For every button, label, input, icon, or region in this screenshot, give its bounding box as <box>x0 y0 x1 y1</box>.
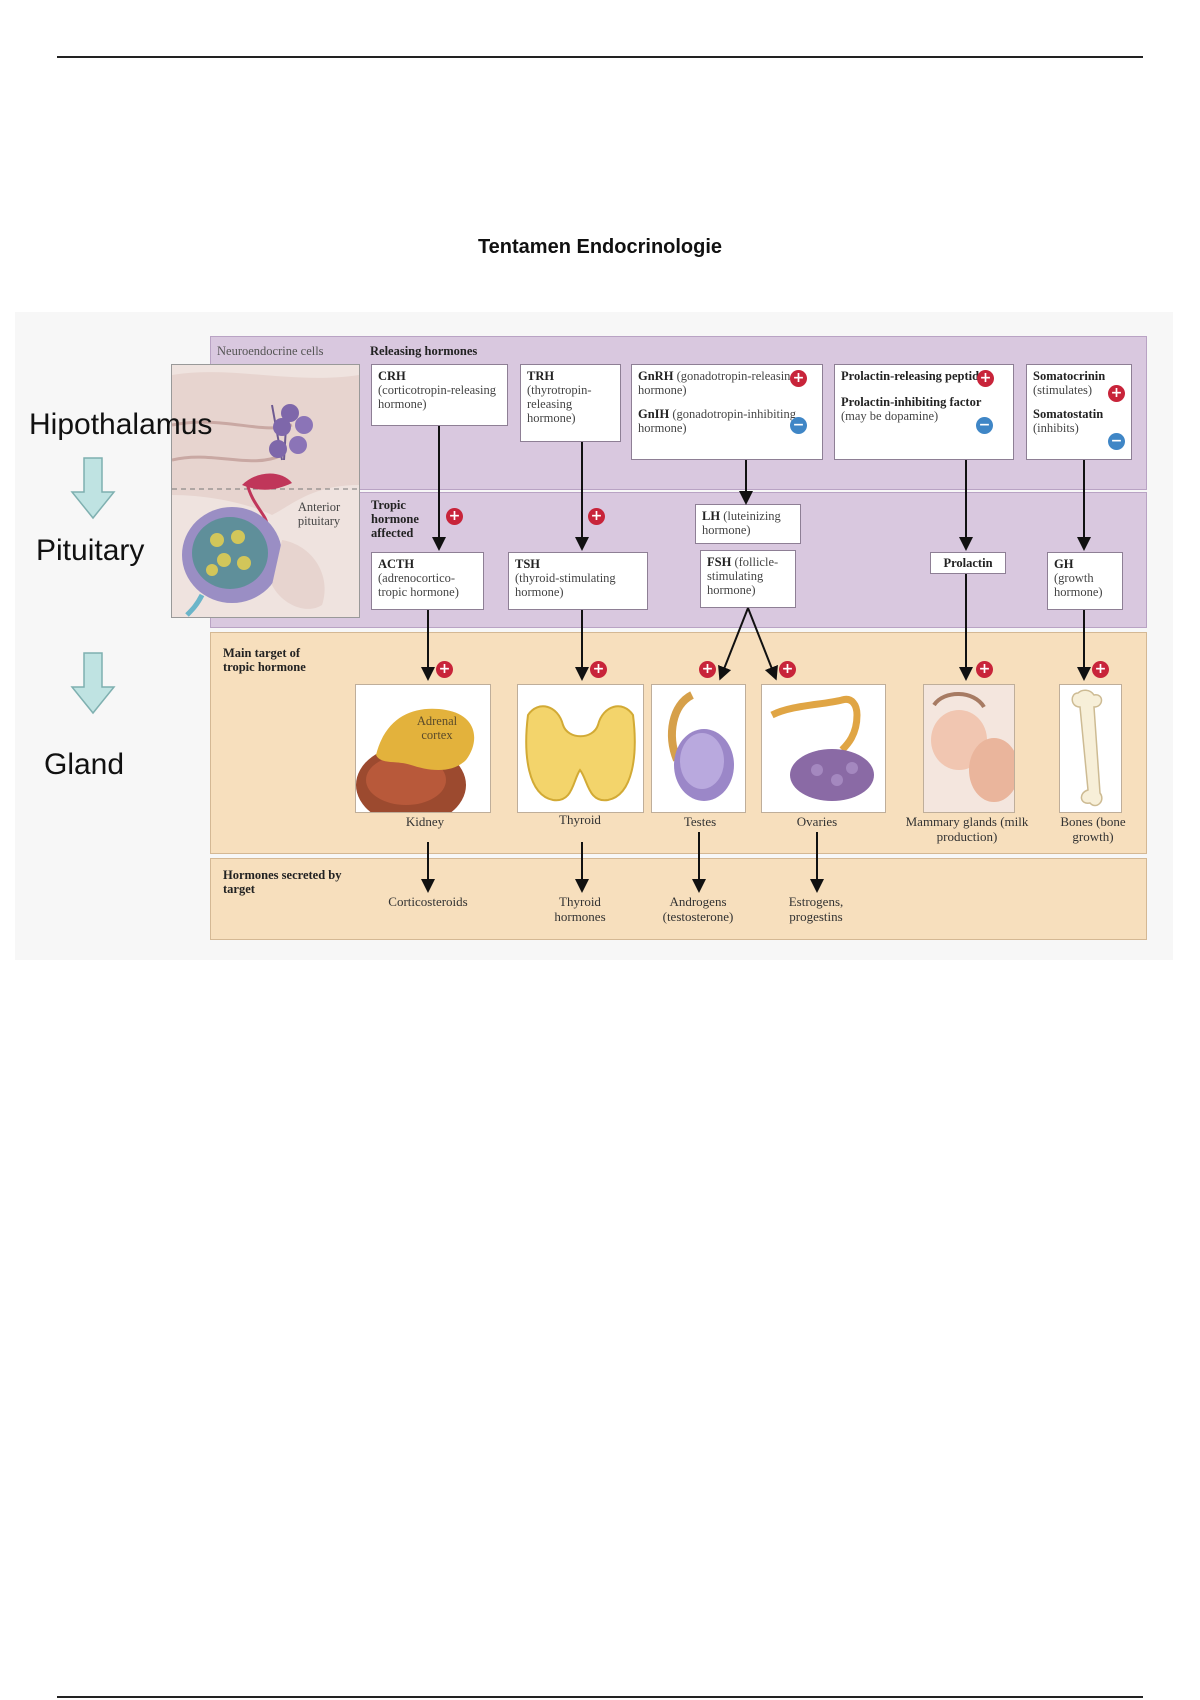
estrogens-caption: Estrogens, progestins <box>788 894 844 924</box>
corticosteroids-caption: Corticosteroids <box>388 894 468 909</box>
neuroendocrine-cells-label: Neuroendocrine cells <box>217 344 324 358</box>
thyroid-tile <box>517 684 644 813</box>
bottom-rule <box>57 1696 1143 1698</box>
bone-illustration <box>1071 689 1103 807</box>
kidney-caption: Kidney <box>405 814 445 829</box>
acth-box: ACTH (adrenocortico-tropic hormone) <box>371 552 484 610</box>
down-arrow-icon <box>70 652 116 715</box>
stimulate-icon: + <box>977 370 994 387</box>
pituitary-side-label: Pituitary <box>36 534 145 567</box>
thyroid-caption: Thyroid <box>559 812 601 827</box>
gh-box: GH (growth hormone) <box>1047 552 1123 610</box>
tsh-box: TSH (thyroid-stimulating hormone) <box>508 552 648 610</box>
stimulate-icon: + <box>436 661 453 678</box>
bones-tile <box>1059 684 1122 813</box>
tropic-hormone-label: Tropic hormone affected <box>371 498 419 540</box>
crh-box: CRH (corticotropin-releasing hormone) <box>371 364 508 426</box>
hypothalamus-side-label: Hipothalamus <box>29 408 213 441</box>
adrenal-kidney-illustration <box>356 708 475 825</box>
somatocrinin-somatostatin-box: Somatocrinin (stimulates) Somatostatin (… <box>1026 364 1132 460</box>
secreted-band <box>210 858 1147 940</box>
inhibit-icon: − <box>976 417 993 434</box>
ovaries-caption: Ovaries <box>796 814 838 829</box>
page-title: Tentamen Endocrinologie <box>477 236 723 258</box>
bones-caption: Bones (bone growth) <box>1060 814 1126 844</box>
testes-caption: Testes <box>683 814 717 829</box>
testes-tile <box>651 684 746 813</box>
anterior-pituitary-label: Anterior pituitary <box>297 500 341 528</box>
ovaries-illustration <box>770 695 874 801</box>
brain-pituitary-illustration <box>171 364 360 618</box>
inhibit-icon: − <box>1108 433 1125 450</box>
fsh-box: FSH (follicle-stimulating hormone) <box>700 550 796 608</box>
stimulate-icon: + <box>588 508 605 525</box>
down-arrow-icon <box>70 457 116 520</box>
androgens-caption: Androgens (testosterone) <box>662 894 734 924</box>
prolactin-box: Prolactin <box>930 552 1006 574</box>
stimulate-icon: + <box>590 661 607 678</box>
stimulate-icon: + <box>790 370 807 387</box>
releasing-hormones-label: Releasing hormones <box>370 344 478 358</box>
mammary-illustration <box>924 685 1019 812</box>
brain-illustration <box>171 365 359 617</box>
stimulate-icon: + <box>1092 661 1109 678</box>
inhibit-icon: − <box>790 417 807 434</box>
adrenal-kidney-tile <box>355 684 491 825</box>
lh-box: LH (luteinizing hormone) <box>695 504 801 544</box>
stimulate-icon: + <box>446 508 463 525</box>
main-target-label: Main target of tropic hormone <box>223 646 306 674</box>
gnrh-gnih-box: GnRH (gonadotropin-releasing hormone) Gn… <box>631 364 823 460</box>
gland-side-label: Gland <box>44 748 125 781</box>
mammary-tile <box>923 684 1019 813</box>
stimulate-icon: + <box>1108 385 1125 402</box>
thyroid-hormones-caption: Thyroid hormones <box>554 894 606 924</box>
stimulate-icon: + <box>779 661 796 678</box>
trh-box: TRH (thyrotropin-releasing hormone) <box>520 364 621 442</box>
thyroid-illustration <box>525 705 636 802</box>
adrenal-cortex-label: Adrenal cortex <box>416 714 458 742</box>
hormones-secreted-label: Hormones secreted by target <box>223 868 342 896</box>
stimulate-icon: + <box>976 661 993 678</box>
mammary-caption: Mammary glands (milk production) <box>905 814 1029 844</box>
ovaries-tile <box>761 684 886 813</box>
stimulate-icon: + <box>699 661 716 678</box>
top-rule <box>57 56 1143 58</box>
testes-illustration <box>668 691 734 801</box>
